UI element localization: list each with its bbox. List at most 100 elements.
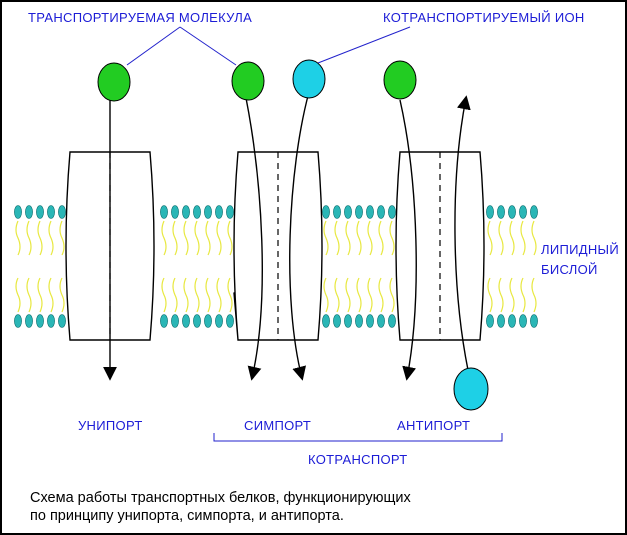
cotransported-ion-label: КОТРАНСПОРТИРУЕМЫЙ ИОН [383, 10, 585, 25]
lipid-tail [205, 220, 211, 256]
lipid-tail [216, 277, 222, 313]
lipid-head [226, 205, 234, 219]
cotransport-label: КОТРАНСПОРТ [308, 452, 408, 467]
lipid-head [519, 205, 527, 219]
lipid-tail [183, 220, 189, 256]
lipid-head [508, 205, 516, 219]
lipid-head [322, 314, 330, 328]
lipid-tail [227, 220, 233, 256]
lipid-head [530, 314, 538, 328]
lipid-head [377, 314, 385, 328]
lipid-tail [367, 220, 373, 256]
lipid-tail [37, 220, 43, 256]
lipid-tail [227, 277, 233, 313]
lipid-head [36, 314, 44, 328]
lipid-tail [48, 277, 54, 313]
lipid-head [204, 205, 212, 219]
symport-ion [292, 59, 326, 99]
lipid-head [344, 205, 352, 219]
lipid-tail [172, 220, 178, 256]
lipid-head [366, 314, 374, 328]
lipid-head [530, 205, 538, 219]
figure-caption: Схема работы транспортных белков, функци… [30, 489, 610, 525]
lipid-tail [26, 277, 32, 313]
lipid-head [160, 314, 168, 328]
lipid-tail [161, 220, 167, 256]
lipid-tail [531, 277, 537, 313]
uniport-molecule [97, 62, 131, 102]
particles [97, 59, 489, 411]
caption-line-2: по принципу унипорта, симпорта, и антипо… [30, 508, 344, 524]
lipid-tail [172, 277, 178, 313]
symport-label: СИМПОРТ [244, 418, 311, 433]
lipid-tail [323, 220, 329, 256]
caption-line-1: Схема работы транспортных белков, функци… [30, 490, 411, 506]
lipid-head [14, 314, 22, 328]
lipid-head [215, 314, 223, 328]
lipid-tail [334, 220, 340, 256]
lipid-head [193, 314, 201, 328]
lipid-tail [531, 220, 537, 256]
lipid-head [47, 205, 55, 219]
lipid-tail [345, 277, 351, 313]
lipid-tail [15, 220, 21, 256]
lipid-tail [37, 277, 43, 313]
lipid-tail [15, 277, 21, 313]
lipid-head [171, 314, 179, 328]
lipid-head [333, 205, 341, 219]
lipid-head [182, 314, 190, 328]
antiport-ion [453, 367, 489, 411]
lipid-head [508, 314, 516, 328]
leader-lines [126, 26, 411, 66]
transport-proteins [65, 151, 485, 341]
symport-ion-arrow [289, 91, 310, 381]
transported-molecule-label: ТРАНСПОРТИРУЕМАЯ МОЛЕКУЛА [28, 10, 252, 25]
lipid-tail [216, 220, 222, 256]
lipid-head [344, 314, 352, 328]
lipid-head [36, 205, 44, 219]
lipid-head [14, 205, 22, 219]
lipid-head [25, 314, 33, 328]
lipid-tail [520, 277, 526, 313]
lipid-head [377, 205, 385, 219]
lipid-head [160, 205, 168, 219]
lipid-head [486, 205, 494, 219]
antiport-ion-arrow [454, 95, 471, 371]
lipid-head [182, 205, 190, 219]
lipid-head [171, 205, 179, 219]
lipid-head [388, 314, 396, 328]
lipid-tail [194, 220, 200, 256]
cotransport-bracket [213, 433, 503, 442]
lipid-head [366, 205, 374, 219]
symport-molecule-arrow [245, 97, 263, 381]
lipid-tail [378, 277, 384, 313]
lipid-tail [334, 277, 340, 313]
lipid-head [47, 314, 55, 328]
lipid-head [333, 314, 341, 328]
lipid-head [497, 314, 505, 328]
lipid-tail [59, 277, 65, 313]
symport-molecule [231, 61, 265, 101]
lipid-tail [520, 220, 526, 256]
lipid-head [497, 205, 505, 219]
lipid-tail [183, 277, 189, 313]
antiport-molecule [383, 60, 417, 100]
lipid-tail [487, 277, 493, 313]
antiport-label: АНТИПОРТ [397, 418, 470, 433]
lipid-head [193, 205, 201, 219]
lipid-tail [345, 220, 351, 256]
lipid-head [204, 314, 212, 328]
lipid-tail [323, 277, 329, 313]
lipid-tail [48, 220, 54, 256]
lipid-tail [356, 220, 362, 256]
lipid-tail [194, 277, 200, 313]
antiport-molecule-arrow [399, 99, 417, 381]
lipid-tail [389, 277, 395, 313]
lipid-head [486, 314, 494, 328]
lipid-tail [378, 220, 384, 256]
lipid-tail [356, 277, 362, 313]
lipid-head [25, 205, 33, 219]
lipid-tail [367, 277, 373, 313]
lipid-head [215, 205, 223, 219]
lipid-tail [26, 220, 32, 256]
